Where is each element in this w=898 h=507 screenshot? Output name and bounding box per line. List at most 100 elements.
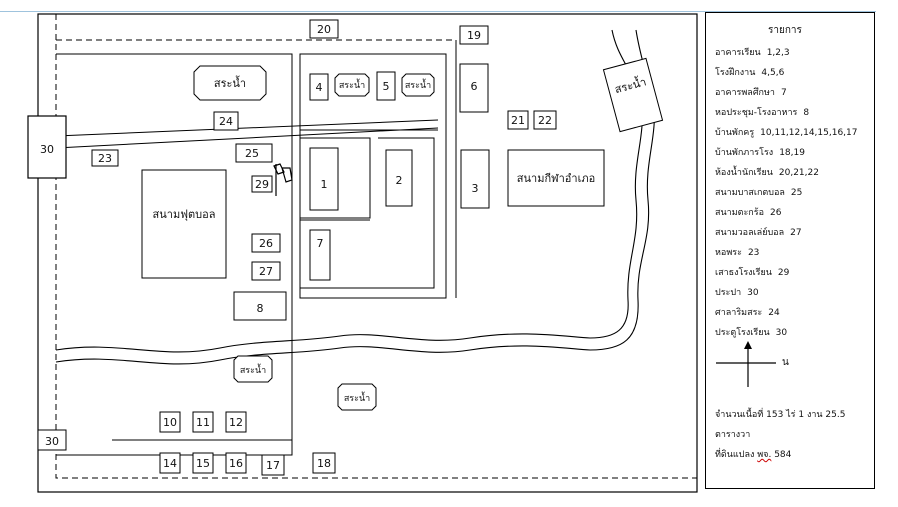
pond-mid: สระน้ำ <box>233 355 273 383</box>
building-11: 11 <box>192 411 214 433</box>
building-6: 6 <box>459 63 489 113</box>
flagpole-icon <box>273 163 293 196</box>
building-19: 19 <box>459 25 489 45</box>
svg-text:16: 16 <box>229 457 243 470</box>
svg-text:20: 20 <box>317 23 331 36</box>
building-22: 22 <box>533 110 557 130</box>
building-5: 5 <box>376 71 396 101</box>
building-25: 25 <box>235 143 273 163</box>
svg-text:สนามกีฬาอำเภอ: สนามกีฬาอำเภอ <box>517 172 595 185</box>
building-20: 20 <box>309 19 339 39</box>
building-10: 10 <box>159 411 181 433</box>
svg-text:24: 24 <box>219 115 233 128</box>
building-17: 17 <box>261 454 285 476</box>
building-18: 18 <box>312 452 336 474</box>
svg-text:30: 30 <box>40 143 54 156</box>
svg-text:4: 4 <box>316 81 323 94</box>
svg-text:29: 29 <box>255 178 269 191</box>
svg-text:5: 5 <box>383 80 390 93</box>
svg-text:23: 23 <box>98 152 112 165</box>
svg-text:สระน้ำ: สระน้ำ <box>344 391 370 404</box>
svg-text:17: 17 <box>266 459 280 472</box>
road-inner-block-a <box>300 137 371 219</box>
building-2: 2 <box>385 149 413 207</box>
canal-bank-upper <box>55 29 643 353</box>
pond-block-b: สระน้ำ <box>401 73 435 97</box>
svg-text:สระน้ำ: สระน้ำ <box>405 78 431 91</box>
svg-text:26: 26 <box>259 237 273 250</box>
road-diagonal-lower <box>55 127 439 149</box>
svg-text:25: 25 <box>245 147 259 160</box>
compass-north-label: น <box>782 357 789 368</box>
building-24: 24 <box>213 111 239 131</box>
svg-text:22: 22 <box>538 114 552 127</box>
legend-row: บ้านพักครู10,11,12,14,15,16,17 <box>715 128 858 138</box>
svg-text:30: 30 <box>45 435 59 448</box>
building-1: 1 <box>309 147 339 211</box>
building-30-water: 30 <box>27 115 67 179</box>
svg-text:สนามฟุตบอล: สนามฟุตบอล <box>153 208 216 221</box>
pond-canal: สระน้ำ <box>602 57 664 133</box>
svg-text:2: 2 <box>396 174 403 187</box>
svg-text:8: 8 <box>257 302 264 315</box>
compass-arrow-icon <box>716 341 776 387</box>
road-inner-block-b <box>300 137 435 289</box>
svg-text:12: 12 <box>229 416 243 429</box>
pond-lower: สระน้ำ <box>337 383 377 411</box>
svg-text:สระน้ำ: สระน้ำ <box>214 75 246 90</box>
building-12: 12 <box>225 411 247 433</box>
svg-text:21: 21 <box>511 114 525 127</box>
legend-title: รายการ <box>768 25 802 36</box>
district-sports-field: สนามกีฬาอำเภอ <box>507 149 605 207</box>
building-27: 27 <box>251 261 281 281</box>
building-30-gate: 30 <box>37 429 67 451</box>
svg-text:27: 27 <box>259 265 273 278</box>
building-15: 15 <box>192 452 214 474</box>
road-bottom <box>56 440 293 456</box>
svg-text:11: 11 <box>196 416 210 429</box>
area-text: จำนวนเนื้อที่ 153 ไร่ 1 งาน 25.5 <box>715 410 846 420</box>
road-building-block <box>299 53 447 299</box>
road-left-loop <box>56 53 293 441</box>
svg-text:15: 15 <box>196 457 210 470</box>
area-unit: ตารางวา <box>715 430 751 440</box>
svg-text:19: 19 <box>467 29 481 42</box>
svg-text:สระน้ำ: สระน้ำ <box>339 78 365 91</box>
pond-block-a: สระน้ำ <box>334 73 370 97</box>
svg-text:1: 1 <box>321 178 328 191</box>
svg-text:14: 14 <box>163 457 177 470</box>
site-boundary <box>37 13 698 493</box>
building-26: 26 <box>251 233 281 253</box>
building-7: 7 <box>309 229 331 281</box>
football-field: สนามฟุตบอล <box>141 169 227 279</box>
site-plan-map: สระน้ำ สระน้ำ สระน้ำ สระน้ำ สระน้ำ สระน้… <box>27 13 698 493</box>
building-29: 29 <box>251 175 273 193</box>
top-divider <box>0 11 876 12</box>
svg-text:10: 10 <box>163 416 177 429</box>
building-21: 21 <box>507 110 529 130</box>
svg-text:6: 6 <box>471 80 478 93</box>
building-4: 4 <box>309 73 329 101</box>
building-16: 16 <box>225 452 247 474</box>
building-3: 3 <box>460 149 490 209</box>
building-14: 14 <box>159 452 181 474</box>
svg-text:18: 18 <box>317 457 331 470</box>
building-23: 23 <box>91 149 119 167</box>
canal-bank-lower <box>55 29 655 365</box>
road-diagonal-upper <box>55 119 439 137</box>
deed-line: ที่ดินแปลง พจ. 584 <box>715 450 792 460</box>
